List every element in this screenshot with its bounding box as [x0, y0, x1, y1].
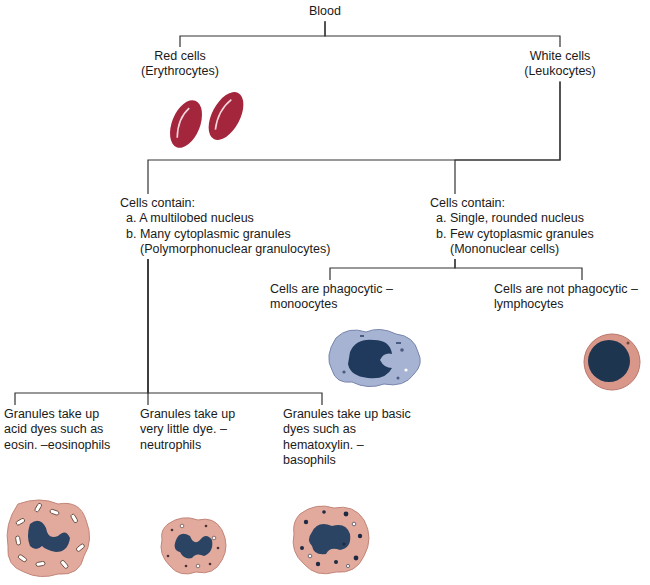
- tree-node: Cells are phagocytic –monoocytes: [270, 280, 405, 315]
- tree-node: Granules take up very little dye. –neutr…: [140, 405, 252, 455]
- node-text: a. Single, rounded nucleus: [430, 211, 645, 226]
- tree-connector: [325, 21, 560, 47]
- monocyte-illustration: [329, 329, 420, 386]
- eosinophil-illustration: [7, 500, 89, 577]
- tree-connector: [180, 21, 325, 47]
- erythrocyte-illustration: [164, 86, 251, 152]
- node-text: Cells are not phagocytic –lymphocytes: [494, 282, 645, 313]
- node-text: Blood: [290, 4, 360, 19]
- tree-connector: [15, 259, 148, 405]
- tree-connector: [455, 259, 582, 280]
- tree-node: Red cells (Erythrocytes): [125, 47, 235, 82]
- tree-node: Blood: [290, 2, 360, 21]
- tree-node: White cells (Leukocytes): [500, 47, 620, 82]
- node-text: Granules take up basic dyes such as hema…: [283, 407, 411, 468]
- tree-connector: [455, 82, 560, 195]
- tree-connector: [330, 259, 455, 280]
- lymphocyte-illustration: [584, 334, 640, 390]
- node-text: b. Few cytoplasmic granules (Mononuclear…: [430, 227, 645, 258]
- node-text: Granules take up acid dyes such as eosin…: [4, 407, 122, 453]
- tree-connector: [148, 259, 322, 405]
- tree-connector: [148, 82, 560, 195]
- tree-node: Granules take up acid dyes such as eosin…: [4, 405, 122, 455]
- node-text: Cells are phagocytic –monoocytes: [270, 282, 405, 313]
- tree-node: Cells contain:a. Single, rounded nucleus…: [430, 194, 645, 259]
- node-text: Cells contain:: [430, 196, 645, 211]
- node-text: b. Many cytoplasmic granules (Polymorpho…: [120, 227, 338, 258]
- node-text: Granules take up very little dye. –neutr…: [140, 407, 252, 453]
- tree-node: Granules take up basic dyes such as hema…: [283, 405, 411, 470]
- node-text: Cells contain:: [120, 196, 338, 211]
- node-text: a. A multilobed nucleus: [120, 211, 338, 226]
- node-text: Red cells (Erythrocytes): [125, 49, 235, 80]
- basophil-illustration: [293, 506, 369, 574]
- tree-node: Cells contain:a. A multilobed nucleusb. …: [120, 194, 338, 259]
- tree-node: Cells are not phagocytic –lymphocytes: [494, 280, 645, 315]
- neutrophil-illustration: [161, 518, 226, 574]
- node-text: White cells (Leukocytes): [500, 49, 620, 80]
